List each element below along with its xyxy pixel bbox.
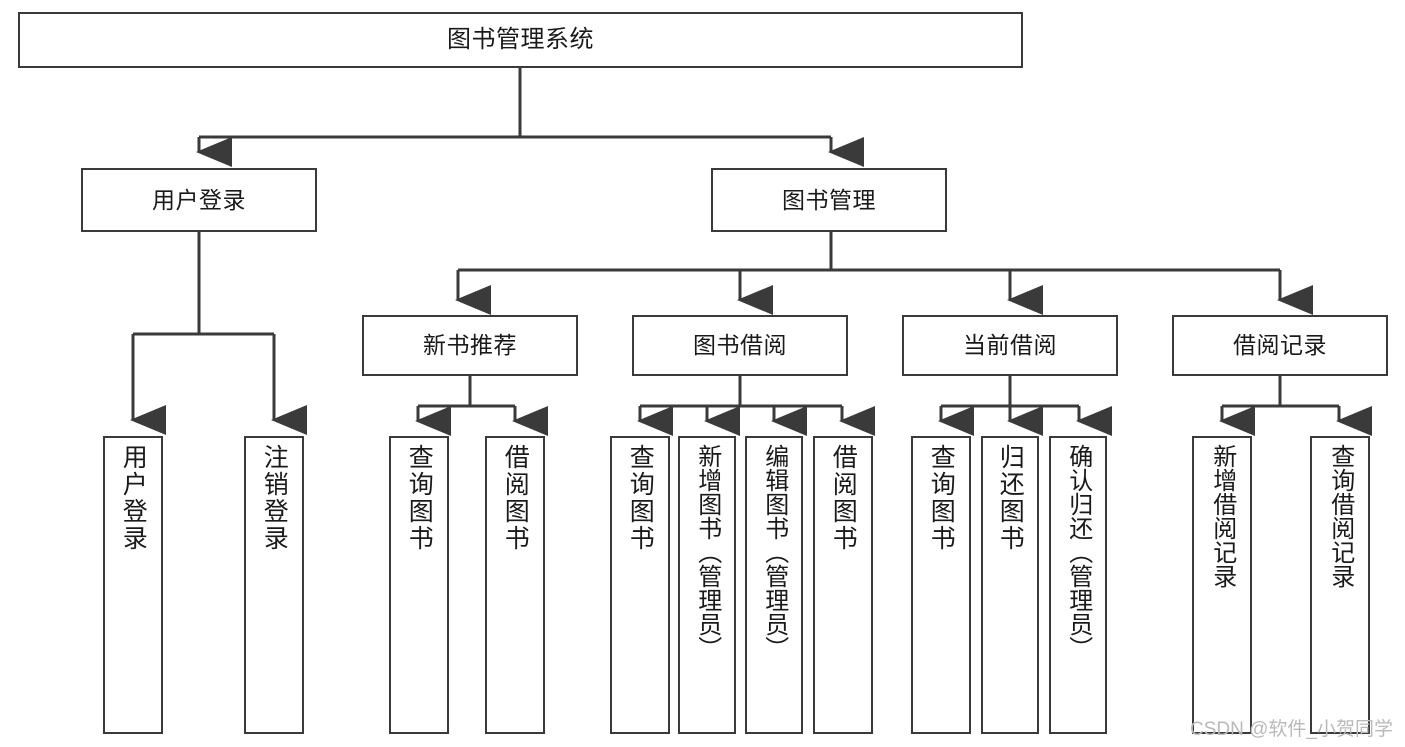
node-label: 查询借阅记录 bbox=[1326, 444, 1354, 588]
node-label: 查询图书 bbox=[405, 444, 434, 552]
leaf-borrow-record-add[interactable]: 新增借阅记录 bbox=[1192, 436, 1252, 734]
node-label: 编辑图书（管理员） bbox=[760, 444, 788, 660]
leaf-current-borrow-return[interactable]: 归还图书 bbox=[981, 436, 1039, 734]
leaf-new-book-borrow[interactable]: 借阅图书 bbox=[485, 436, 545, 734]
node-label: 注销登录 bbox=[260, 444, 289, 552]
node-root-system[interactable]: 图书管理系统 bbox=[18, 12, 1023, 68]
leaf-book-borrow-add[interactable]: 新增图书（管理员） bbox=[678, 436, 736, 734]
leaf-current-borrow-query[interactable]: 查询图书 bbox=[911, 436, 971, 734]
leaf-book-borrow-query[interactable]: 查询图书 bbox=[610, 436, 670, 734]
node-label: 新书推荐 bbox=[423, 332, 517, 359]
node-borrow-record[interactable]: 借阅记录 bbox=[1172, 315, 1388, 376]
leaf-user-login-signout[interactable]: 注销登录 bbox=[244, 436, 304, 734]
node-label: 查询图书 bbox=[626, 444, 655, 552]
node-label: 新增图书（管理员） bbox=[693, 444, 721, 660]
node-book-management[interactable]: 图书管理 bbox=[711, 168, 947, 232]
leaf-book-borrow-borrow[interactable]: 借阅图书 bbox=[813, 436, 873, 734]
node-label: 借阅图书 bbox=[501, 444, 530, 552]
node-label: 图书管理系统 bbox=[447, 26, 594, 54]
node-label: 用户登录 bbox=[119, 444, 148, 552]
node-label: 确认归还（管理员） bbox=[1064, 444, 1092, 660]
leaf-current-borrow-confirm-return[interactable]: 确认归还（管理员） bbox=[1049, 436, 1107, 734]
node-label: 图书借阅 bbox=[693, 332, 787, 359]
node-label: 查询图书 bbox=[927, 444, 956, 552]
node-label: 借阅图书 bbox=[829, 444, 858, 552]
node-new-book-recommend[interactable]: 新书推荐 bbox=[362, 315, 578, 376]
node-label: 当前借阅 bbox=[963, 332, 1057, 359]
leaf-borrow-record-query[interactable]: 查询借阅记录 bbox=[1310, 436, 1370, 734]
node-label: 图书管理 bbox=[782, 186, 876, 213]
node-label: 用户登录 bbox=[152, 186, 246, 213]
node-book-borrow[interactable]: 图书借阅 bbox=[632, 315, 848, 376]
node-label: 新增借阅记录 bbox=[1208, 444, 1236, 588]
node-user-login[interactable]: 用户登录 bbox=[81, 168, 317, 232]
node-label: 归还图书 bbox=[996, 444, 1025, 552]
csdn-watermark: CSDN @软件_小贺同学 bbox=[1190, 719, 1393, 740]
node-current-borrow[interactable]: 当前借阅 bbox=[902, 315, 1118, 376]
leaf-user-login-signin[interactable]: 用户登录 bbox=[103, 436, 163, 734]
leaf-new-book-query[interactable]: 查询图书 bbox=[389, 436, 449, 734]
leaf-book-borrow-edit[interactable]: 编辑图书（管理员） bbox=[745, 436, 803, 734]
node-label: 借阅记录 bbox=[1233, 332, 1327, 359]
